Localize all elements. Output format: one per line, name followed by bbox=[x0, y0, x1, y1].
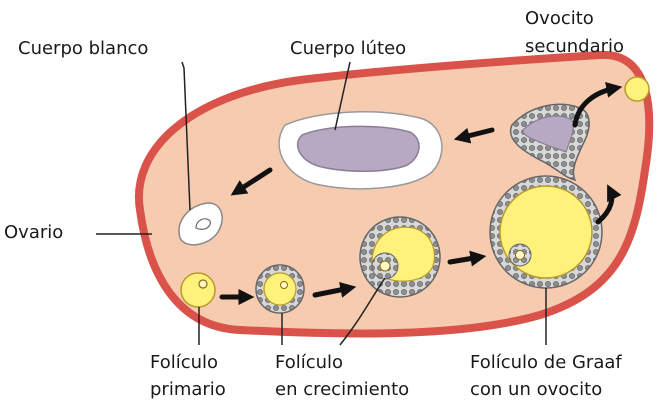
label-foliculo-graaf-line2: con un ovocito bbox=[470, 377, 602, 403]
primary-follicle bbox=[181, 273, 215, 307]
label-ovocito-secundario-line2: secundario bbox=[525, 34, 624, 60]
corpus-luteum bbox=[279, 112, 442, 189]
label-foliculo-crecimiento-line1: Folículo bbox=[275, 350, 343, 376]
label-cuerpo-blanco: Cuerpo blanco bbox=[18, 36, 148, 62]
growing-follicle-small bbox=[256, 265, 304, 313]
label-ovocito-secundario-line1: Ovocito bbox=[525, 6, 594, 32]
label-ovario: Ovario bbox=[4, 220, 63, 246]
label-foliculo-graaf-line1: Folículo de Graaf bbox=[470, 350, 622, 376]
label-foliculo-primario-line2: primario bbox=[150, 377, 226, 403]
label-cuerpo-luteo: Cuerpo lúteo bbox=[290, 36, 406, 62]
label-foliculo-primario-line1: Folículo bbox=[150, 350, 218, 376]
graafian-follicle bbox=[490, 176, 602, 288]
label-foliculo-crecimiento-line2: en crecimiento bbox=[275, 377, 409, 403]
growing-follicle-large bbox=[360, 217, 440, 297]
secondary-oocyte bbox=[625, 77, 649, 101]
